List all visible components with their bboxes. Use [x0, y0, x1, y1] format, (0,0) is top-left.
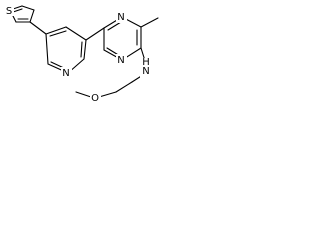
atom-pyrimidine-n-top: N	[116, 11, 127, 23]
amine-nitrogen-label: N	[142, 66, 149, 77]
bond	[83, 39, 87, 60]
atom-pyrimidine-n-bottom: N	[116, 54, 127, 66]
bond	[75, 91, 92, 98]
bond	[65, 26, 87, 41]
pyrimidine-ring	[103, 16, 142, 61]
bond	[98, 91, 117, 98]
bond	[29, 21, 47, 35]
bond	[12, 8, 23, 13]
methoxyethylamine-chain	[75, 47, 147, 98]
pyridine-nitrogen-label: N	[62, 68, 69, 79]
bond	[45, 33, 49, 65]
atom-pyridine-n: N	[61, 67, 72, 79]
bond	[115, 81, 133, 93]
bond	[85, 27, 105, 41]
bond	[21, 5, 35, 11]
bond	[49, 30, 67, 37]
methyl-bond	[140, 17, 159, 28]
bond	[80, 41, 83, 58]
atom-s: S	[4, 4, 14, 17]
pyrimidine-nitrogen-top-label: N	[117, 12, 124, 23]
amine-hydrogen-label: H	[142, 57, 150, 68]
molecule-structure: S N N N H N O	[4, 4, 159, 104]
pyrimidine-nitrogen-bottom-label: N	[117, 55, 124, 66]
pyridine-ring	[45, 26, 87, 74]
atom-amine-nh: H N	[140, 57, 152, 78]
bond	[45, 26, 67, 35]
bond	[29, 9, 35, 23]
ether-oxygen-label: O	[91, 93, 99, 104]
bond	[107, 21, 122, 31]
atom-ether-o: O	[90, 92, 101, 104]
thiophene-sulfur-label: S	[6, 6, 12, 17]
